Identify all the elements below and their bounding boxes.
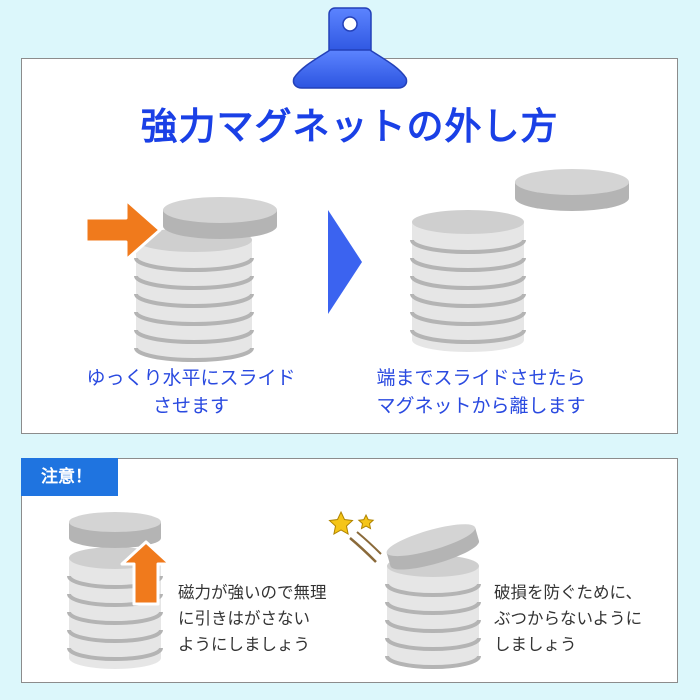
step2-caption-line2: マグネットから離します xyxy=(376,395,586,417)
step2-caption-line1: 端までスライドさせたら xyxy=(376,367,586,389)
caution-note-pull-line2: に引きはがさない xyxy=(178,609,310,628)
caution-note-collide-line2: ぶつからないように xyxy=(494,609,643,628)
step1-caption-line1: ゆっくり水平にスライド xyxy=(86,367,296,389)
tilted-magnet-disk xyxy=(386,524,479,570)
caution-note-pull: 磁力が強いので無理 に引きはがさない ようにしましょう xyxy=(178,580,358,658)
caution-note-pull-line1: 磁力が強いので無理 xyxy=(178,583,327,602)
push-arrow-icon xyxy=(84,198,162,262)
step1-caption-line2: させます xyxy=(152,395,229,417)
caution-badge: 注意！ xyxy=(21,458,118,496)
sliding-magnet-disk xyxy=(163,197,277,239)
page-title: 強力マグネットの外し方 xyxy=(140,105,559,148)
caution-note-collide-line3: しましょう xyxy=(494,635,577,654)
magnet-stack-step2 xyxy=(410,210,526,352)
removed-magnet-disk xyxy=(515,169,629,211)
impact-stars-icon xyxy=(328,510,382,563)
step1-caption: ゆっくり水平にスライド させます xyxy=(60,364,322,420)
step2-caption: 端までスライドさせたら マグネットから離します xyxy=(350,364,612,420)
magnet-stack-caution2 xyxy=(385,555,481,669)
pull-up-arrow-icon xyxy=(120,540,172,606)
caution-note-collide-line1: 破損を防ぐために、 xyxy=(494,583,643,602)
caution-note-pull-line3: ようにしましょう xyxy=(178,635,310,654)
pulled-magnet-disk xyxy=(69,512,161,548)
next-step-arrow-icon xyxy=(328,210,362,314)
binder-clip-icon xyxy=(292,7,408,89)
caution-note-collide: 破損を防ぐために、 ぶつからないように しましょう xyxy=(494,580,669,658)
magnet-stack-step1 xyxy=(134,228,254,362)
